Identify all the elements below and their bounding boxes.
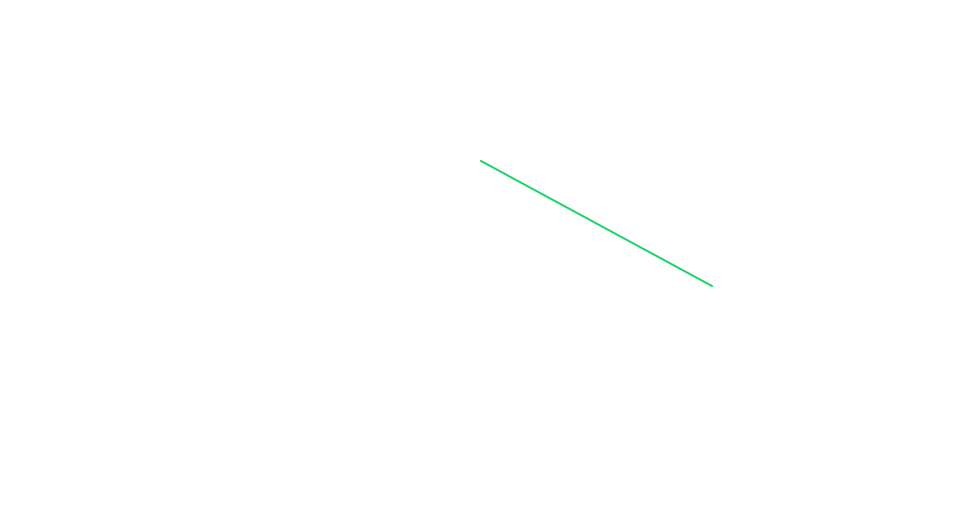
green-line-segment[interactable] xyxy=(480,160,713,287)
